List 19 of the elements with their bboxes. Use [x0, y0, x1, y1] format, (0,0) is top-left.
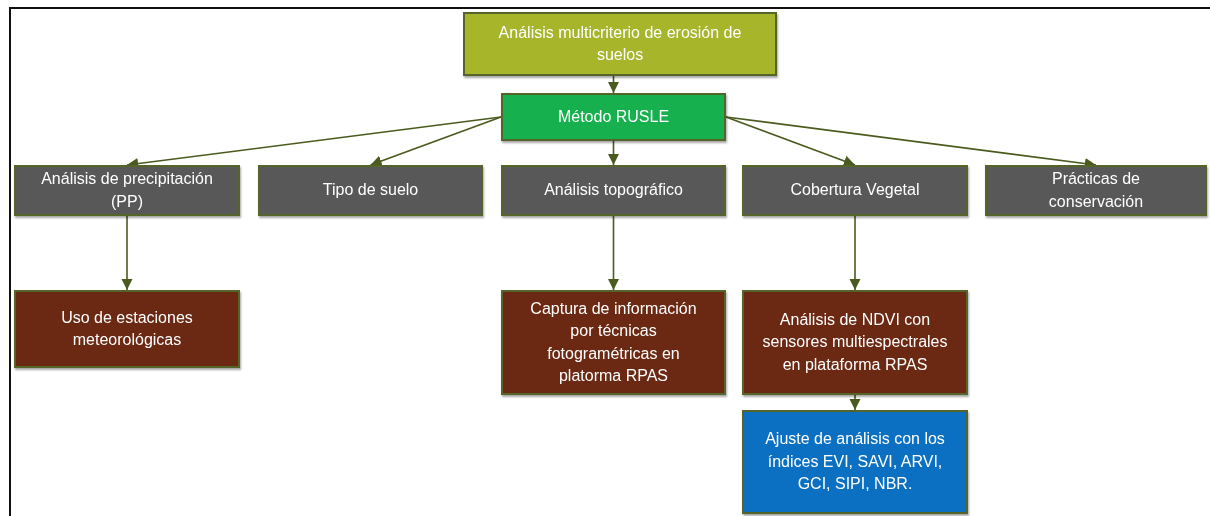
arrow — [849, 394, 861, 411]
process-box: Análisis topográfico — [501, 165, 726, 216]
process-box: Tipo de suelo — [258, 165, 483, 216]
arrow — [607, 75, 620, 94]
arrow — [369, 116, 502, 167]
arrow — [725, 116, 856, 167]
arrow — [607, 215, 620, 291]
process-box: Análisis de NDVI con sensores multiespectrales en plataforma RPAS — [742, 290, 968, 395]
process-box: Cobertura Vegetal — [742, 165, 968, 216]
process-box: Ajuste de análisis con los índices EVI, SAVI, ARVI, GCI, SIPI, NBR. — [742, 410, 968, 514]
arrow — [121, 215, 133, 291]
arrow — [849, 215, 861, 291]
process-box: Análisis de precipitación (PP) — [14, 165, 240, 216]
process-box: Captura de información por técnicas fotogramétricas en platorma RPAS — [501, 290, 726, 395]
process-box: Prácticas de conservación — [985, 165, 1207, 216]
process-box: Uso de estaciones meteorológicas — [14, 290, 240, 368]
arrow — [607, 140, 620, 166]
method-box: Método RUSLE — [501, 93, 726, 141]
goal-box: Análisis multicriterio de erosión de suelos — [463, 12, 777, 76]
